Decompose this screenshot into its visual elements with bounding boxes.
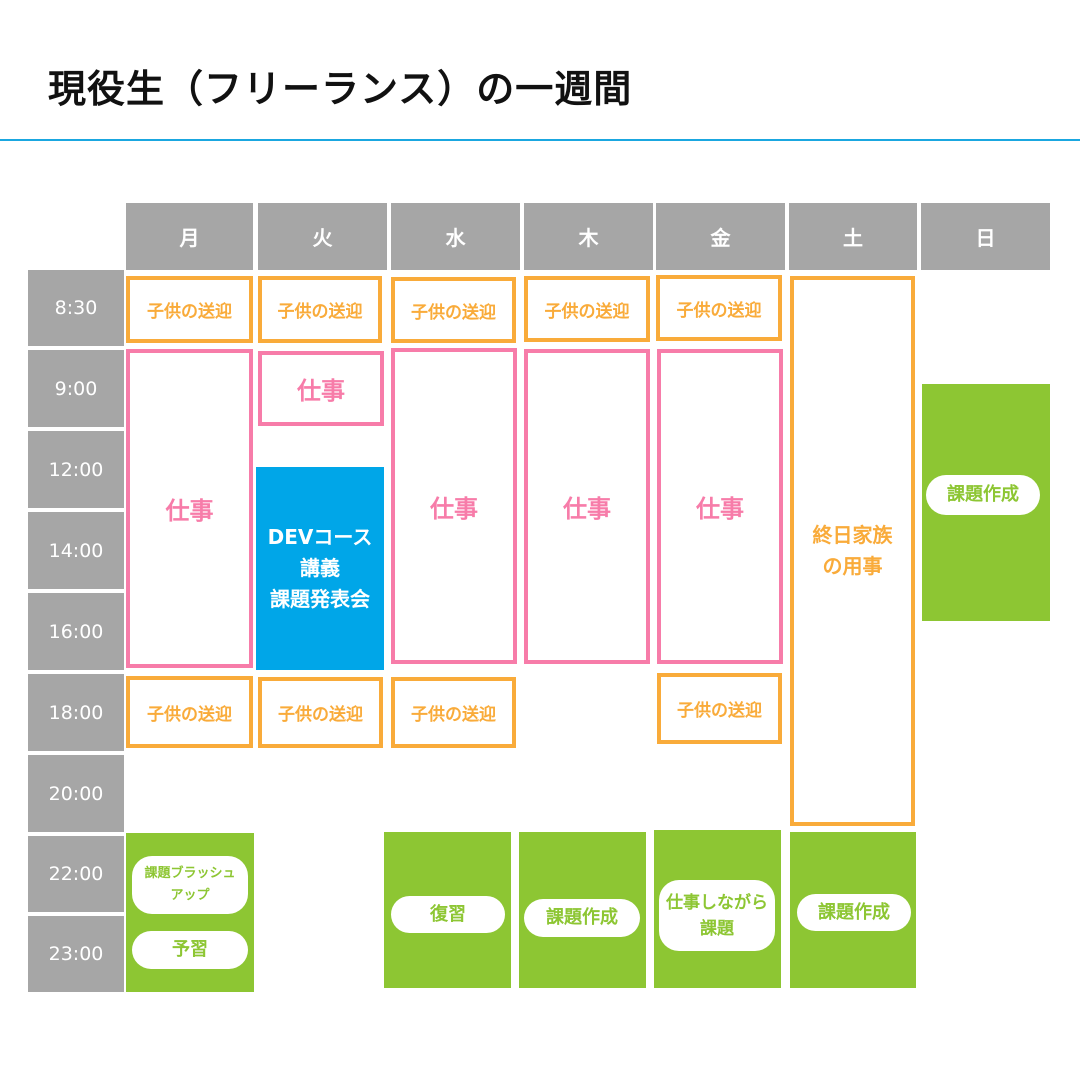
event-dev-course: DEVコース 講義 課題発表会	[256, 467, 384, 670]
day-header-mon: 月	[126, 203, 253, 270]
time-label: 9:00	[28, 350, 124, 427]
event-work-assignment: 仕事しながら 課題	[659, 880, 775, 951]
event-brush-up: 課題ブラッシュ アップ	[132, 856, 248, 914]
event-work: 仕事	[657, 349, 783, 664]
time-label: 12:00	[28, 431, 124, 508]
event-pickup: 子供の送迎	[656, 275, 782, 341]
time-label: 16:00	[28, 593, 124, 670]
event-family: 終日家族 の用事	[790, 276, 915, 826]
day-header-wed: 水	[391, 203, 520, 270]
event-assignment: 課題作成	[926, 475, 1040, 515]
event-assignment: 課題作成	[797, 894, 911, 931]
day-header-tue: 火	[258, 203, 387, 270]
event-work: 仕事	[258, 351, 384, 426]
event-pickup: 子供の送迎	[524, 276, 650, 342]
event-assignment: 課題作成	[524, 899, 640, 937]
time-label: 23:00	[28, 916, 124, 992]
day-header-fri: 金	[656, 203, 785, 270]
event-pickup: 子供の送迎	[126, 276, 253, 343]
event-work: 仕事	[126, 349, 253, 668]
title-divider	[0, 139, 1080, 141]
event-pickup: 子供の送迎	[258, 677, 383, 748]
event-work: 仕事	[391, 348, 517, 664]
time-label: 8:30	[28, 270, 124, 346]
event-pickup: 子供の送迎	[391, 677, 516, 748]
event-preview: 予習	[132, 931, 248, 969]
event-pickup: 子供の送迎	[391, 277, 516, 343]
event-work: 仕事	[524, 349, 650, 664]
day-header-sat: 土	[789, 203, 917, 270]
page-title: 現役生（フリーランス）の一週間	[48, 67, 633, 111]
event-pickup: 子供の送迎	[258, 276, 382, 343]
day-header-sun: 日	[921, 203, 1050, 270]
event-pickup: 子供の送迎	[657, 673, 782, 744]
time-label: 22:00	[28, 836, 124, 912]
day-header-thu: 木	[524, 203, 653, 270]
event-review: 復習	[391, 896, 505, 933]
event-pickup: 子供の送迎	[126, 676, 253, 748]
time-label: 20:00	[28, 755, 124, 832]
time-label: 14:00	[28, 512, 124, 589]
time-label: 18:00	[28, 674, 124, 751]
